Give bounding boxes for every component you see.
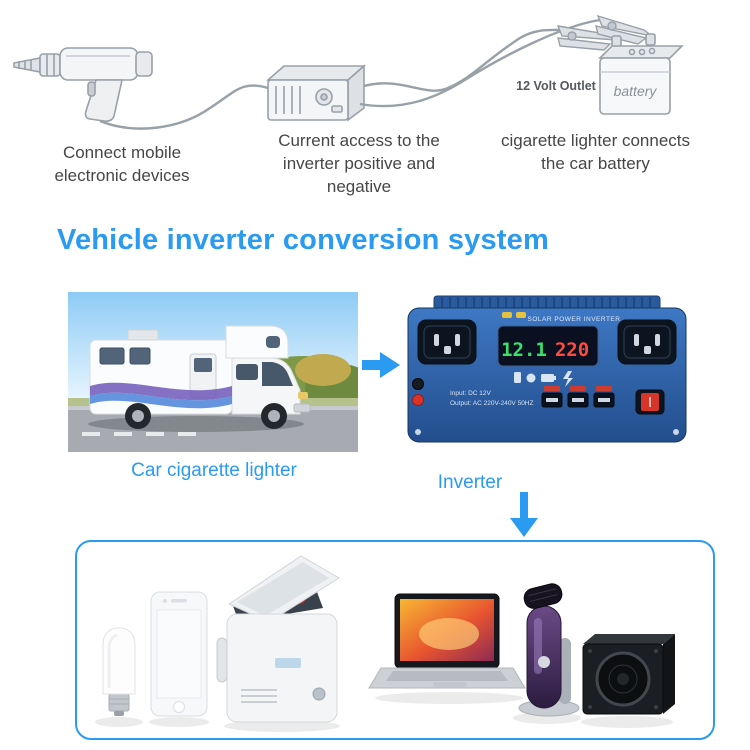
drill-power-cable (99, 84, 269, 130)
fuse-cap (516, 312, 526, 318)
battery-illustration: battery (598, 33, 684, 115)
ac-socket-left (417, 319, 477, 365)
inverter-display: 12.1 220 (497, 325, 599, 367)
step3-caption: cigarette lighter connects the car batte… (501, 131, 690, 173)
arrow-right-icon (362, 352, 400, 378)
laptop-image (368, 593, 526, 704)
status-icons-row (514, 371, 573, 387)
spec-line-2: Output: AC 220V-240V 50HZ (450, 400, 533, 407)
speaker-image (581, 634, 675, 728)
source-caption: Car cigarette lighter (131, 460, 297, 481)
shaver-image (513, 583, 581, 724)
inverter-product-photo: SOLAR POWER INVERTER 12.1 220 (407, 295, 687, 443)
page-title: Vehicle inverter conversion system (57, 224, 549, 256)
arrow-down-icon (510, 492, 538, 537)
spec-line-1: Input: DC 12V (450, 390, 491, 397)
alligator-clips (556, 14, 653, 51)
outlet-label: 12 Volt Outlet (516, 79, 596, 93)
usb-ports (541, 386, 615, 408)
battery-cable-1 (363, 28, 561, 92)
inverter-box-illustration (265, 18, 601, 122)
fuse-cap (502, 312, 512, 318)
dc-terminal-positive (412, 394, 424, 406)
car-fridge-image (216, 555, 340, 732)
devices-panel (75, 540, 715, 740)
display-input-voltage: 12.1 (501, 339, 547, 361)
brand-label: SOLAR POWER INVERTER (528, 316, 621, 323)
dc-terminal-negative (412, 378, 424, 390)
smartphone-image (149, 591, 209, 727)
battery-label: battery (614, 83, 658, 99)
display-output-voltage: 220 (555, 339, 589, 361)
screw (673, 429, 679, 435)
screw (415, 429, 421, 435)
step2-caption: Current access to the inverter positive … (278, 131, 440, 196)
led-bulb-image (95, 627, 143, 727)
top-wiring-illustration: battery 12 Volt Outlet (13, 14, 684, 130)
rv-photo (68, 292, 358, 452)
drill-illustration (13, 47, 269, 130)
rv-vehicle (88, 325, 311, 432)
device-caption: Inverter (437, 472, 503, 493)
power-switch (635, 389, 665, 415)
ac-socket-right (617, 319, 677, 365)
connected-devices-illustration (95, 555, 675, 732)
step1-caption: Connect mobile electronic devices (54, 143, 190, 185)
